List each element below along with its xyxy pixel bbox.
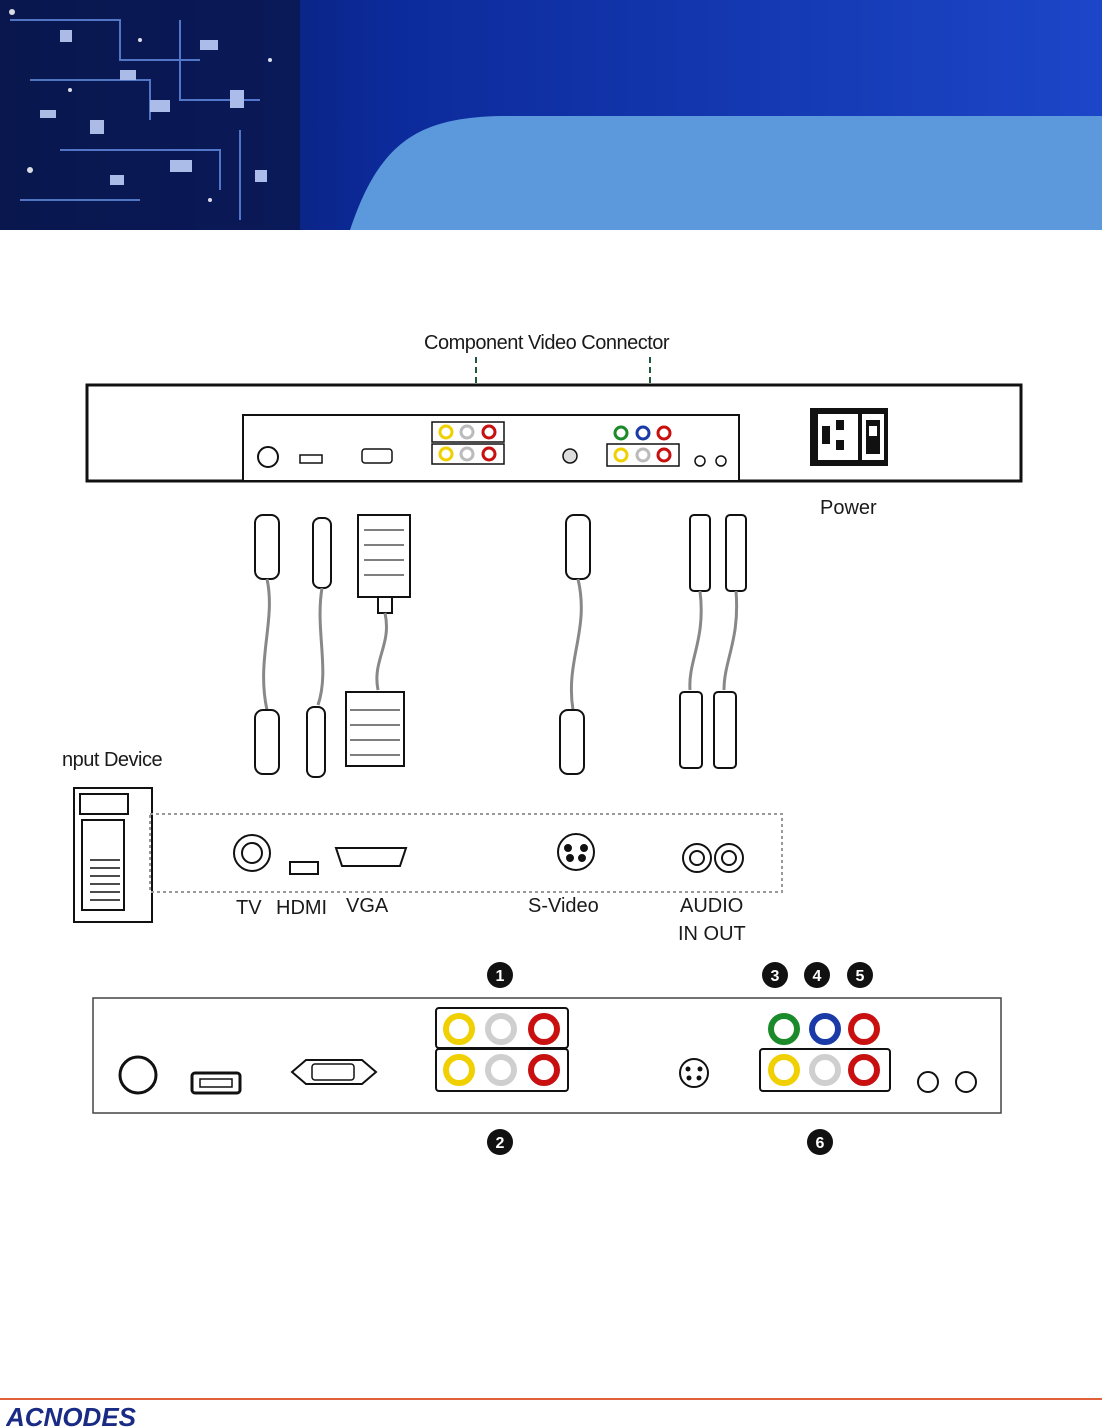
svg-text:ACNODES: ACNODES xyxy=(6,1402,137,1428)
power-label: Power xyxy=(820,497,877,519)
footer-divider xyxy=(0,1398,1102,1400)
pc-tower-icon xyxy=(73,787,153,923)
svideo-port-icon xyxy=(557,833,595,871)
callout-markers: 1 2 3 4 5 6 xyxy=(487,962,873,1155)
svideo-cable xyxy=(559,514,591,775)
connection-diagram: 1 2 3 4 5 6 xyxy=(73,357,1023,1155)
circuit-board-image xyxy=(0,0,300,230)
hdmi-port-icon xyxy=(289,861,319,875)
tv-cable xyxy=(254,514,280,775)
callout-2: 2 xyxy=(487,1129,513,1155)
header-banner xyxy=(0,0,1102,230)
svg-text:4: 4 xyxy=(813,968,822,985)
hdmi-cable xyxy=(306,517,332,778)
audio-label: AUDIO xyxy=(680,895,744,917)
svg-text:1: 1 xyxy=(496,968,505,985)
svg-text:3: 3 xyxy=(771,968,780,985)
svg-text:2: 2 xyxy=(496,1135,505,1152)
device-rear-panel-detail xyxy=(92,997,1002,1114)
hdmi-label: HDMI xyxy=(276,897,328,919)
tv-label: TV xyxy=(236,897,262,919)
callout-3: 3 xyxy=(762,962,788,988)
input-device-label: nput Device xyxy=(62,749,163,771)
vga-cable xyxy=(345,514,411,767)
vga-label: VGA xyxy=(346,895,389,917)
svg-text:5: 5 xyxy=(856,968,865,985)
acnodes-logo: ACNODES xyxy=(6,1402,137,1428)
input-ports xyxy=(233,833,744,875)
power-socket-icon xyxy=(810,408,888,466)
component-video-connector-label: Component Video Connector xyxy=(424,332,670,354)
callout-5: 5 xyxy=(847,962,873,988)
audio-cables xyxy=(679,514,747,769)
svg-text:6: 6 xyxy=(816,1135,825,1152)
callout-1: 1 xyxy=(487,962,513,988)
vga-port-icon xyxy=(334,847,408,867)
audio-in-out-label: IN OUT xyxy=(678,923,746,945)
input-device-panel xyxy=(149,813,783,893)
callout-6: 6 xyxy=(807,1129,833,1155)
svideo-label: S-Video xyxy=(528,895,599,917)
callout-4: 4 xyxy=(804,962,830,988)
